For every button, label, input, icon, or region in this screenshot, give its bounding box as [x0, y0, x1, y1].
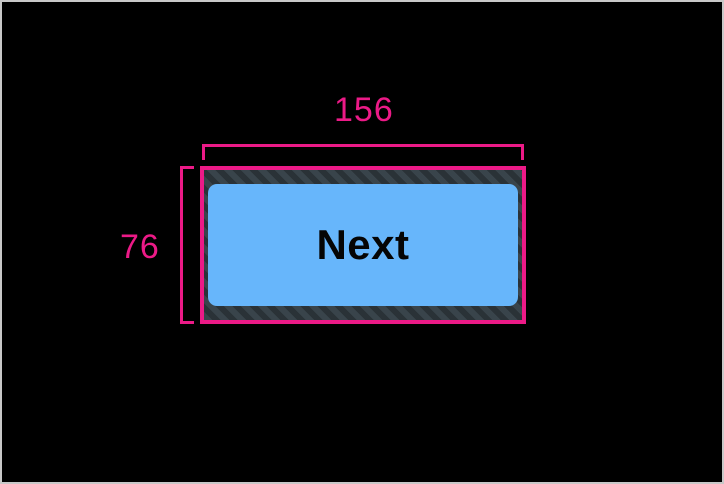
next-button[interactable]: Next [208, 184, 518, 306]
element-spacing-hatch: Next [204, 170, 522, 320]
height-dimension-bracket [180, 166, 194, 324]
height-dimension-label: 76 [120, 228, 160, 266]
width-dimension-bracket [202, 144, 524, 160]
width-dimension-label: 156 [334, 91, 394, 129]
element-outline-overlay: Next [200, 166, 526, 324]
next-button-label: Next [316, 221, 410, 268]
